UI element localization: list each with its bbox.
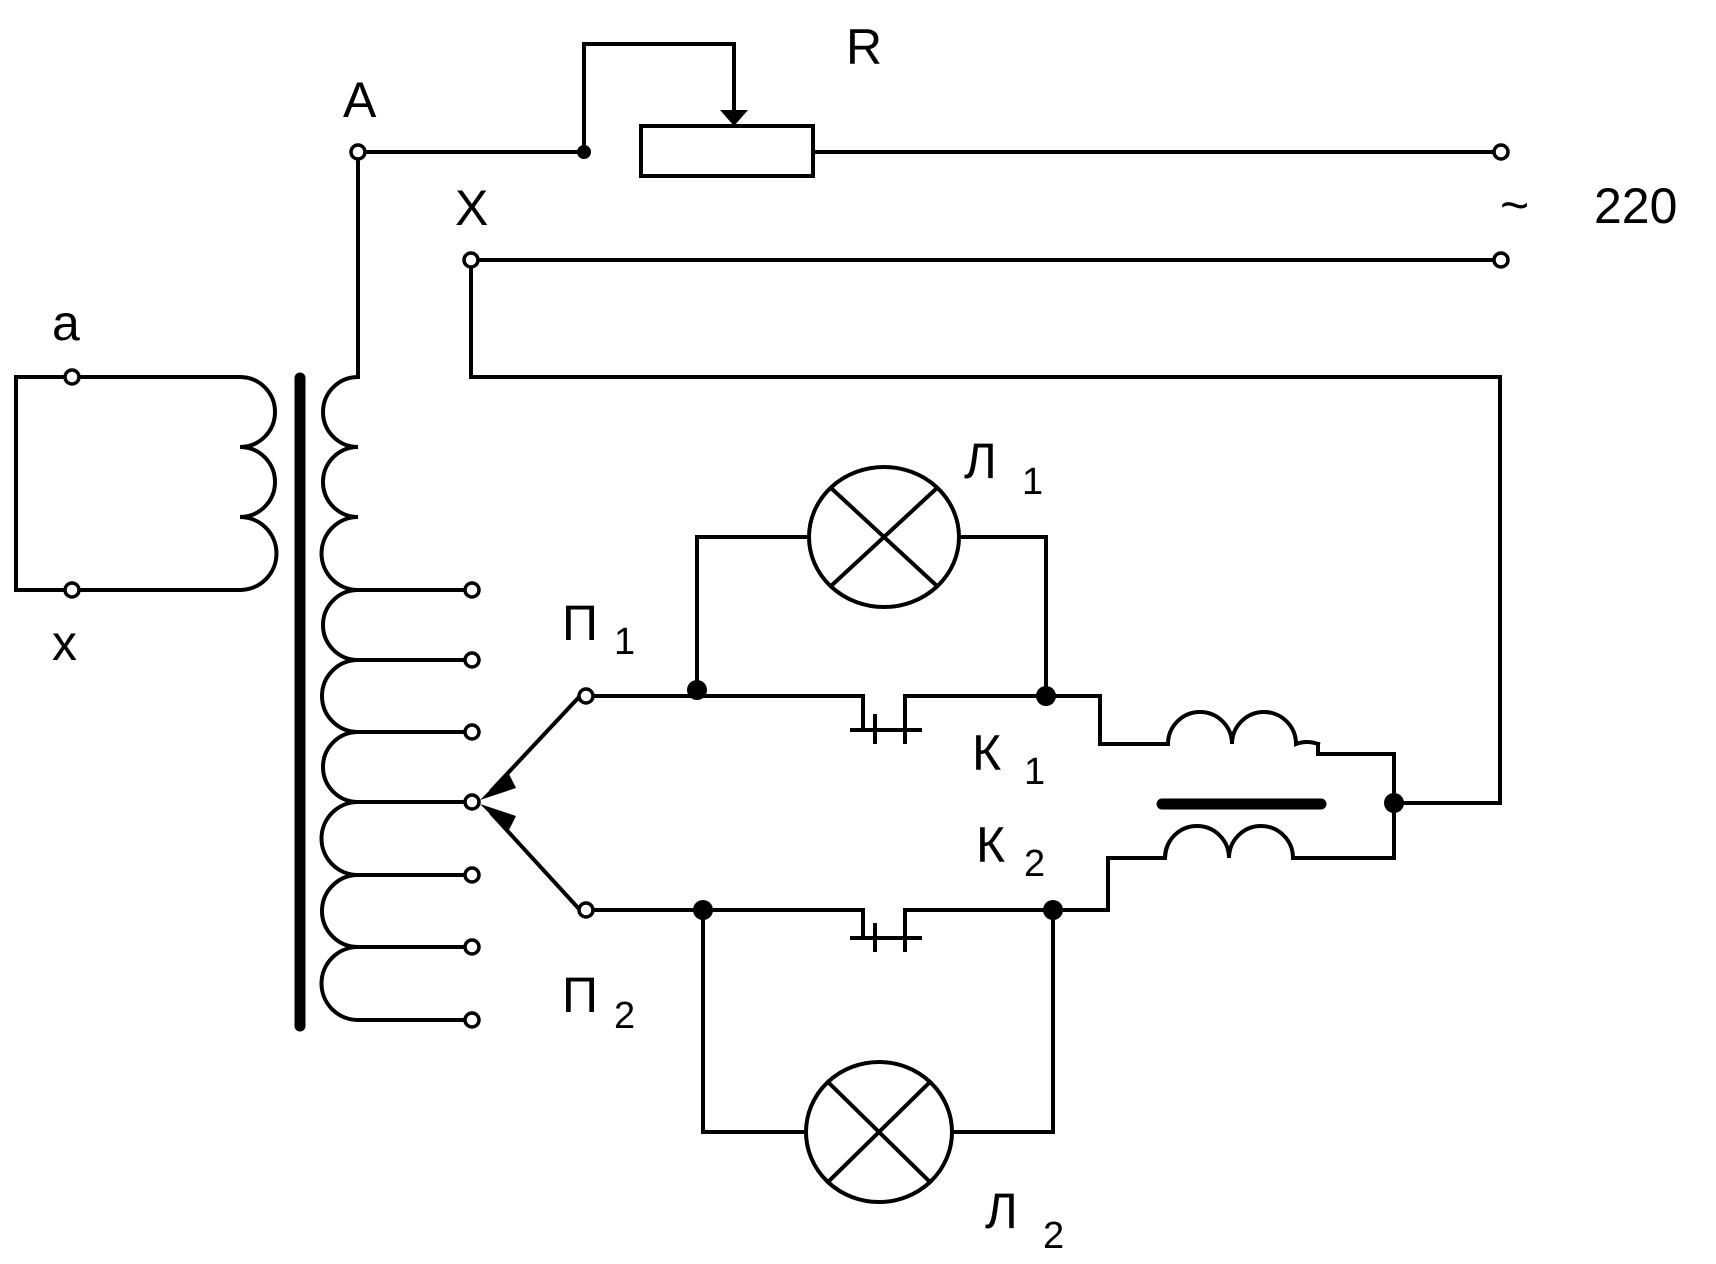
relay-coil-upper (1153, 710, 1321, 747)
label-L1-sub: 1 (1022, 461, 1043, 503)
tap-terminal-3 (463, 723, 481, 741)
label-L2: Л (985, 1183, 1018, 1239)
junction-dot (1036, 686, 1056, 706)
label-L1: Л (964, 433, 997, 489)
tap-terminal-6 (463, 938, 481, 956)
wire-l1-left (695, 535, 810, 698)
lamp-l2-cross-b (825, 1079, 933, 1185)
rheostat-body (639, 124, 815, 178)
winding-ax-coil (237, 374, 279, 593)
label-supply-value: 220 (1594, 178, 1677, 234)
label-X: X (455, 180, 488, 236)
lamp-l2 (804, 1060, 954, 1204)
label-L2-sub: 2 (1043, 1215, 1064, 1257)
junction-dot (693, 900, 713, 920)
label-K2: К (976, 817, 1005, 873)
label-supply-symbol: ~ (1500, 177, 1529, 233)
switch-p1-terminal (577, 687, 595, 705)
label-K2-sub: 2 (1024, 843, 1045, 885)
terminals (63, 143, 1510, 1029)
wire-p1-to-k1 (586, 694, 865, 732)
rheostat-wiper-wire (582, 42, 736, 154)
switch-p2-arrow (480, 804, 516, 832)
switch-p2-terminal (577, 901, 595, 919)
label-P2: П (562, 967, 598, 1023)
labels: A X a x R ~ 220 Л 1 Л 2 П 1 П 2 К 1 К 2 (52, 19, 1677, 1257)
supply-terminal-1 (1492, 143, 1510, 161)
rheostat-r (356, 42, 1496, 178)
label-A: A (343, 72, 377, 128)
junction-dot (1043, 900, 1063, 920)
tap-terminal-2 (463, 651, 481, 669)
terminal-a-lower (63, 368, 81, 386)
relay-coil-lower (1162, 824, 1320, 861)
tap-terminal-5 (463, 866, 481, 884)
tap-terminal-1 (463, 581, 481, 599)
junction-dot (577, 145, 591, 159)
label-K1: К (972, 725, 1001, 781)
branch-lower (586, 856, 1167, 1134)
label-a: a (52, 295, 80, 351)
wire-k2-to-relay (903, 856, 1167, 940)
wire-l2-right (948, 908, 1055, 1134)
wire-l2-left (701, 908, 810, 1134)
label-x: x (52, 615, 77, 671)
wire-x-return (469, 258, 1502, 805)
wire-k1-to-relay (903, 694, 1157, 746)
junction-dot (687, 680, 707, 700)
switches (480, 693, 583, 913)
tapped-coil (319, 587, 361, 1023)
primary-coil (319, 374, 361, 593)
junction-dot (1384, 793, 1404, 813)
switch-p1-arrow (480, 772, 516, 800)
label-K1-sub: 1 (1024, 751, 1045, 793)
tap-terminal-7 (463, 1011, 481, 1029)
relay-coils (1153, 710, 1404, 861)
transformer (14, 158, 468, 1032)
rheostat-wiper-arrow (720, 110, 748, 126)
branch-upper (586, 535, 1157, 746)
lamp-l1 (807, 465, 961, 609)
terminal-x-lower (63, 581, 81, 599)
label-R: R (846, 19, 882, 75)
label-P2-sub: 2 (614, 995, 635, 1037)
supply-terminal-2 (1492, 251, 1510, 269)
winding-ax-loop-wire (14, 375, 72, 592)
terminal-a-upper (349, 143, 367, 161)
tap-terminal-4 (463, 793, 481, 811)
label-P1: П (562, 595, 598, 651)
label-P1-sub: 1 (614, 621, 635, 663)
lamp-l1-cross-b (828, 485, 940, 589)
wire-l1-right (958, 535, 1048, 698)
relay-coil-right-wire (1316, 742, 1396, 860)
wire-p2-to-k2 (586, 908, 865, 940)
terminal-x-upper (462, 251, 480, 269)
